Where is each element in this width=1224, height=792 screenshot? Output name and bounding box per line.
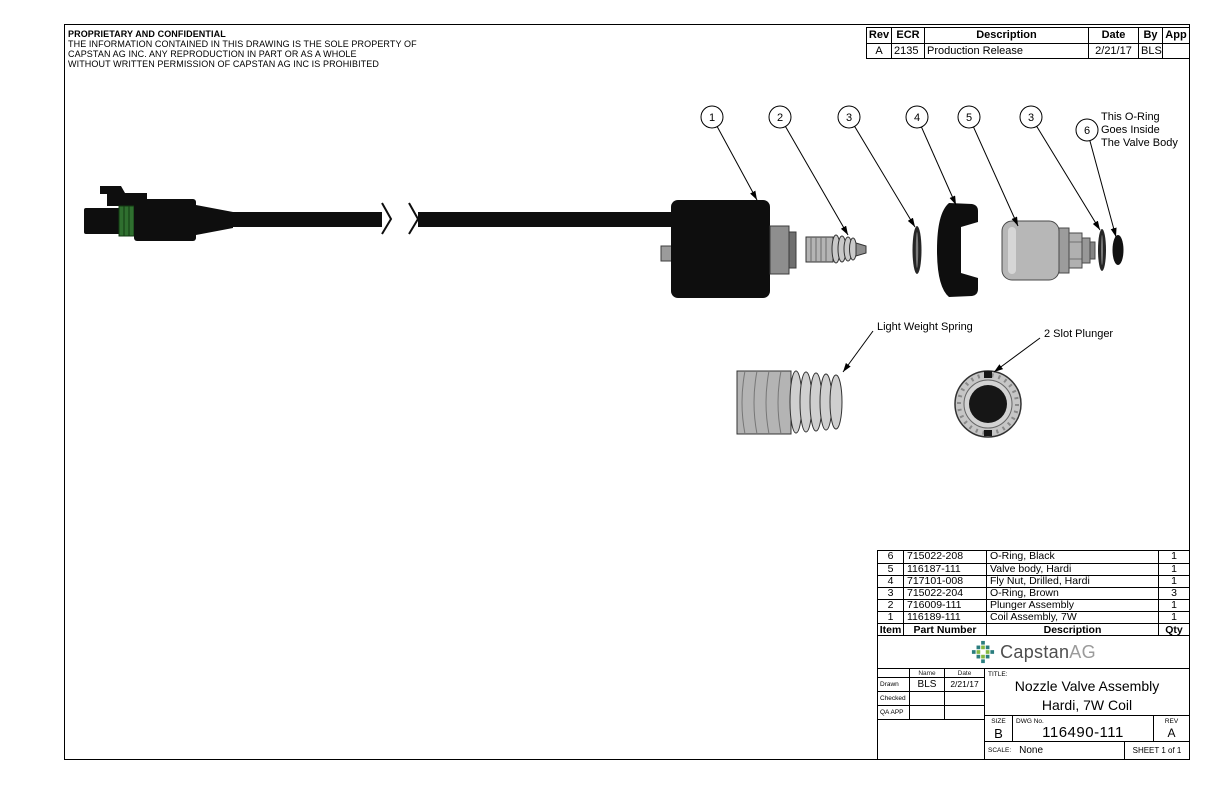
balloon-3b: 3 [1019,105,1043,129]
company-logo: Capstan AG [878,636,1189,669]
revision-row: A 2135 Production Release 2/21/17 BLS [867,43,1189,58]
drawn-label: Drawn [878,678,910,692]
balloon-3b-number: 3 [1028,112,1034,124]
svg-text:The Valve Body: The Valve Body [1101,137,1178,149]
spring-leader-line [842,330,874,373]
cable [228,202,672,235]
parts-row-item-6: 6 715022-208 O-Ring, Black 1 [878,551,1189,563]
coil-assembly-part [660,200,797,298]
app-header: App [1165,29,1187,41]
size-label: SIZE [991,718,1006,725]
dwg-number-cell: DWG No. 116490-111 [1013,716,1154,741]
title-block: Capstan AG Name Date Drawn BLS 2/21/17 C… [877,635,1190,760]
parts-row-item-1: 1 116189-111 Coil Assembly, 7W 1 [878,611,1189,623]
description-header: Description [925,28,1089,43]
o-ring-brown-part-2 [1098,229,1106,271]
notice-line: WITHOUT WRITTEN PERMISSION OF CAPSTAN AG… [68,59,379,69]
qa-app-label: QA APP [878,706,910,720]
dwg-label: DWG No. [1016,718,1044,725]
plunger-assembly-part [805,234,867,264]
balloon-5-number: 5 [966,112,972,124]
fly-nut-part [937,203,978,297]
cable-connector [84,186,233,241]
balloon-2: 2 [768,105,792,129]
notice-line: CAPSTAN AG INC. ANY REPRODUCTION IN PART… [68,49,357,59]
description-value: Production Release [925,44,1089,58]
balloon-leaders [711,116,1117,238]
balloon-1: 1 [700,105,724,129]
parts-row-item-3: 3 715022-204 O-Ring, Brown 3 [878,587,1189,599]
revision-table: Rev ECR Description Date By App A 2135 P… [866,27,1190,59]
valve-body-part [1001,220,1096,281]
rev-value: A [867,44,892,58]
rev-header: Rev [867,28,892,43]
brand-name-primary: Capstan [1000,641,1070,662]
oring-note: This O-Ring Goes Inside The Valve Body [1101,111,1178,149]
scale-cell: SCALE: None [985,742,1125,759]
balloon-5: 5 [957,105,981,129]
notice-line: THE INFORMATION CONTAINED IN THIS DRAWIN… [68,39,417,49]
plunger-leader-line [993,337,1041,373]
spring-label: Light Weight Spring [877,321,973,333]
size-cell: SIZE B [985,716,1013,741]
ecr-value: 2135 [892,44,925,58]
svg-text:Goes Inside: Goes Inside [1101,124,1160,136]
sheet-border [64,24,1190,760]
o-ring-brown-part [912,226,922,274]
qa-app-name [910,706,945,720]
balloon-3: 3 [837,105,861,129]
balloon-3-number: 3 [846,112,852,124]
sheet-cell: SHEET 1 of 1 [1132,746,1182,755]
balloon-1-number: 1 [709,112,715,124]
by-value: BLS [1141,44,1163,58]
two-slot-plunger-label: 2 Slot Plunger [1044,328,1113,340]
balloon-2-number: 2 [777,112,783,124]
approvals-name-header: Name [910,669,945,678]
o-ring-black-part [1112,235,1124,265]
checked-name [910,692,945,706]
qa-app-date [945,706,984,720]
rev-value: A [1167,726,1176,740]
rev-label: REV [1164,718,1179,725]
revision-header-row: Rev ECR Description Date By App [867,28,1189,43]
parts-row-item-5: 5 116187-111 Valve body, Hardi 1 [878,563,1189,575]
date-value: 2/21/17 [1089,44,1139,58]
parts-row-item-2: 2 716009-111 Plunger Assembly 1 [878,599,1189,611]
checked-date [945,692,984,706]
ecr-header: ECR [892,28,925,43]
balloon-6: 6 [1075,118,1099,142]
plunger-end-view [954,370,1022,438]
date-header: Date [1089,28,1139,43]
balloon-6-number: 6 [1084,125,1090,137]
drawn-name: BLS [910,678,945,692]
size-value: B [994,726,1003,741]
svg-text:This O-Ring: This O-Ring [1101,111,1160,123]
proprietary-notice: PROPRIETARY AND CONFIDENTIAL THE INFORMA… [68,29,417,69]
approvals-date-header: Date [945,669,984,678]
drawn-date: 2/21/17 [945,678,984,692]
parts-list-table: 6 715022-208 O-Ring, Black 1 5 116187-11… [877,550,1190,637]
balloon-4: 4 [905,105,929,129]
parts-row-item-4: 4 717101-008 Fly Nut, Drilled, Hardi 1 [878,575,1189,587]
scale-value: None [1019,745,1044,756]
by-header: By [1139,28,1163,43]
balloon-4-number: 4 [914,112,920,124]
drawing-title-box: TITLE: Nozzle Valve Assembly Hardi, 7W C… [985,669,1189,716]
title-label: TITLE: [988,671,1008,678]
drawing-title-line2: Hardi, 7W Coil [1041,697,1133,713]
plunger-spring-detail [736,370,843,435]
approvals-grid: Name Date Drawn BLS 2/21/17 Checked QA A… [878,669,984,720]
notice-title: PROPRIETARY AND CONFIDENTIAL [68,29,226,39]
drawing-title-line1: Nozzle Valve Assembly [1014,678,1160,694]
checked-label: Checked [878,692,910,706]
capstanag-logo-icon [972,640,995,664]
brand-name-secondary: AG [1069,641,1096,662]
parts-header-row: Item Part Number Description Qty [878,623,1189,636]
scale-label: SCALE: [988,747,1012,754]
dwg-number-value: 116490-111 [1042,724,1124,741]
rev-cell: REV A [1154,716,1189,741]
